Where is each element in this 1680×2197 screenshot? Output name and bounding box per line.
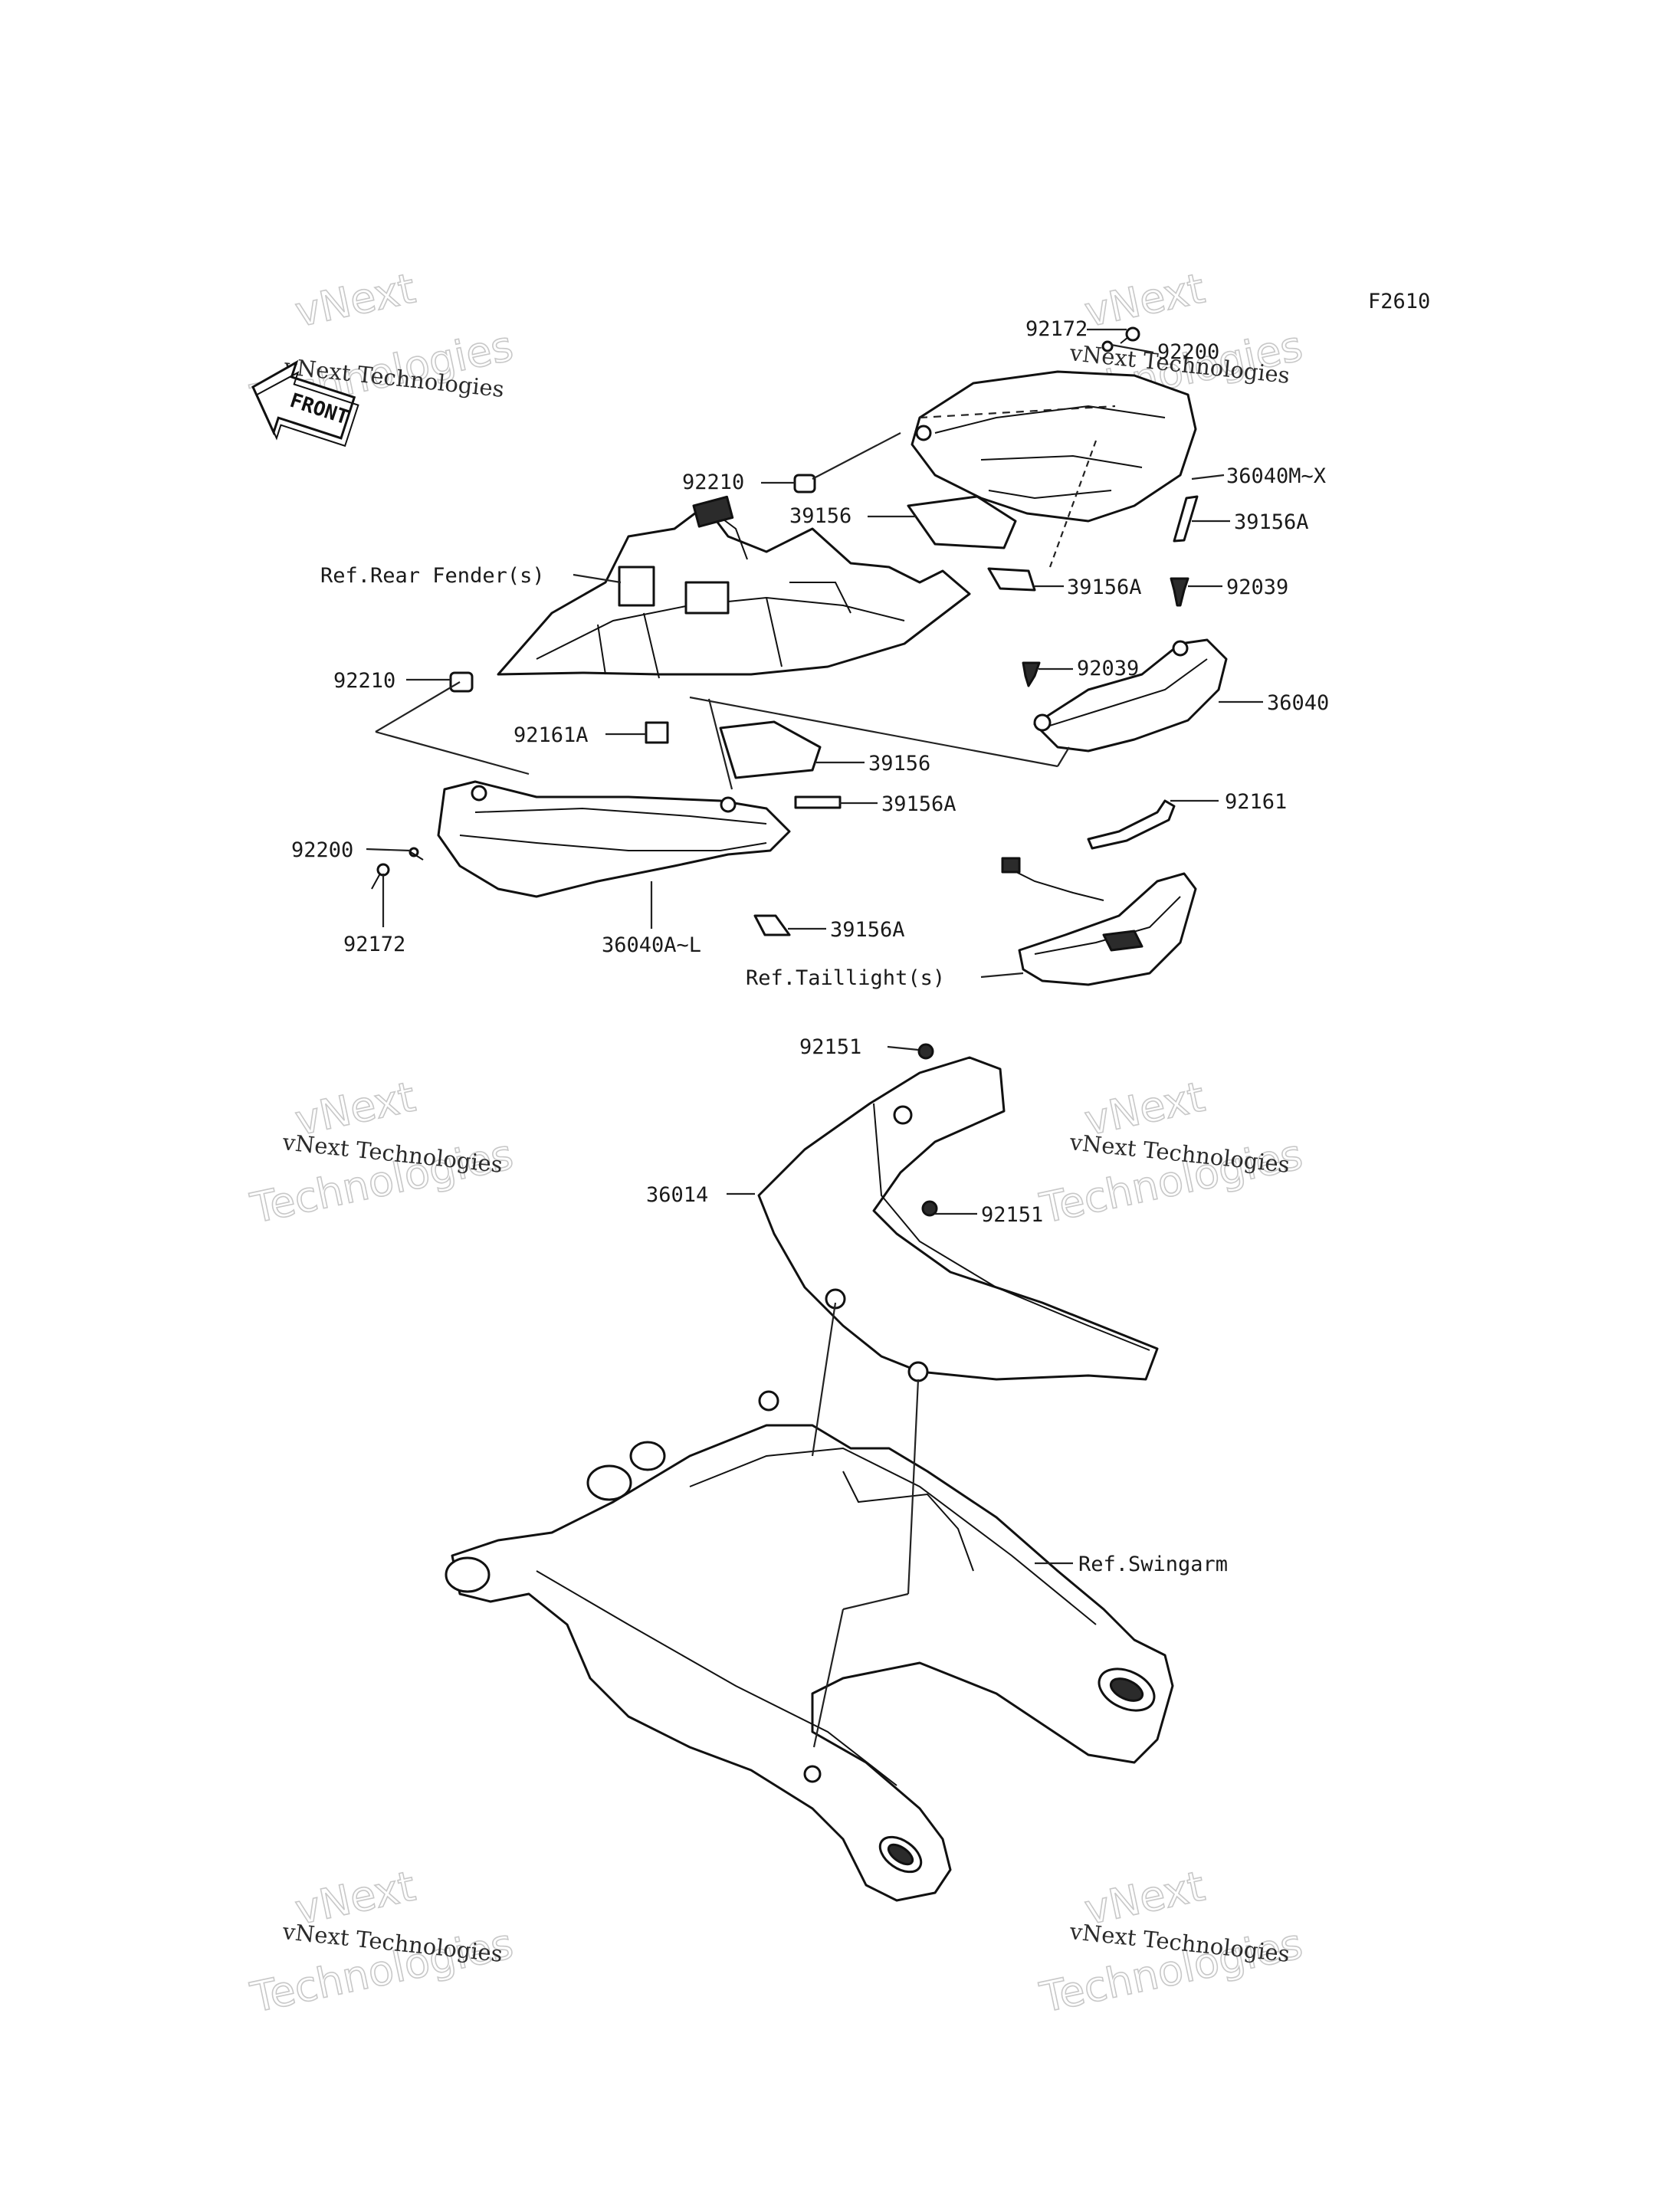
strap-92161-icon — [1087, 799, 1176, 850]
callout-92039-right: 92039 — [1226, 575, 1288, 599]
decal-39156A-low — [753, 914, 791, 936]
callout-39156A-mid: 39156A — [881, 792, 956, 816]
taillight-drawing — [1001, 857, 1197, 986]
part-36040-drawing — [1033, 638, 1228, 753]
seat-cowl-drawing — [911, 370, 1197, 523]
callout-36040MX: 36040M~X — [1226, 464, 1326, 488]
washer-92200-left-icon — [409, 847, 424, 861]
callout-ref-taillight: Ref.Taillight(s) — [746, 966, 945, 990]
side-cover-36040AL-drawing — [437, 780, 791, 898]
decal-39156A-mid — [794, 795, 842, 809]
bolt-92151-mid-icon — [921, 1200, 938, 1217]
callout-39156A-low: 39156A — [830, 918, 905, 942]
watermark-big-1: vNext — [291, 264, 419, 336]
bolt-92172-top-icon — [1120, 326, 1140, 344]
top-projection-lines — [375, 405, 1116, 790]
callout-92200-top: 92200 — [1157, 340, 1219, 364]
bolt-92172-left-icon — [371, 863, 390, 890]
callout-ref-swingarm: Ref.Swingarm — [1078, 1553, 1228, 1576]
callout-ref-rear-fender: Ref.Rear Fender(s) — [320, 564, 545, 588]
callout-92210-top: 92210 — [682, 471, 744, 494]
watermark-big-3: vNext — [1081, 264, 1209, 336]
callout-92210-left: 92210 — [333, 669, 395, 693]
callout-36040: 36040 — [1267, 691, 1329, 715]
callout-92172-top: 92172 — [1025, 317, 1088, 341]
callout-36040AL: 36040A~L — [602, 933, 701, 957]
swingarm-projection-lines — [811, 1302, 920, 1748]
callout-92161: 92161 — [1225, 790, 1287, 814]
decal-39156A-center — [987, 567, 1036, 592]
callout-92172-left: 92172 — [343, 933, 405, 956]
front-arrow-icon: FRONT — [251, 359, 359, 448]
washer-92200-top-icon — [1101, 340, 1114, 353]
chain-guard-36014-drawing — [757, 1056, 1159, 1382]
block-92161A-icon — [645, 721, 669, 744]
callout-92151-top: 92151 — [799, 1035, 861, 1059]
callout-92161A: 92161A — [514, 723, 589, 747]
callout-39156-mid: 39156 — [868, 752, 930, 776]
callout-leaders — [366, 328, 1263, 1565]
decal-39156A-right — [1173, 495, 1199, 543]
callout-92039-left: 92039 — [1077, 657, 1139, 680]
bolt-92151-top-icon — [917, 1043, 934, 1060]
callout-92151-mid: 92151 — [981, 1203, 1043, 1227]
callout-92200-left: 92200 — [291, 838, 353, 862]
decal-39156-top — [907, 495, 1017, 549]
grommet-92210-top-icon — [793, 474, 816, 494]
rear-fender-drawing — [497, 495, 971, 679]
callout-36014: 36014 — [646, 1183, 708, 1207]
callout-39156A-right: 39156A — [1234, 510, 1309, 534]
swingarm-drawing — [445, 1390, 1174, 1902]
grommet-92210-left-icon — [449, 671, 474, 693]
callout-39156A-center: 39156A — [1067, 575, 1142, 599]
clip-92039-left-icon — [1022, 661, 1041, 687]
callout-39156-top: 39156 — [789, 504, 851, 528]
decal-39156-mid — [719, 720, 822, 779]
figure-code: F2610 — [1368, 290, 1430, 313]
clip-92039-right-icon — [1170, 577, 1189, 607]
